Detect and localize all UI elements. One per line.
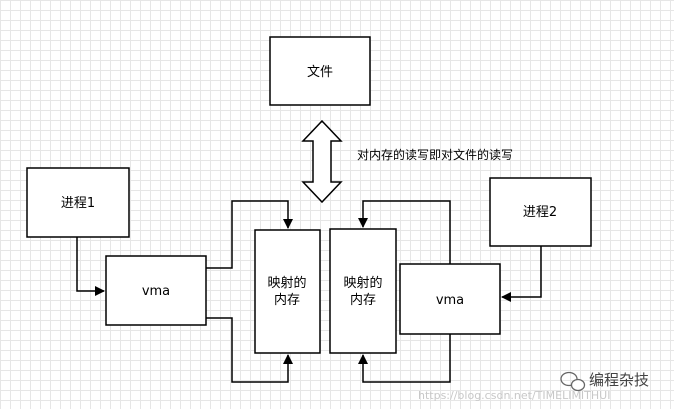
edge-vma-left-to-mapped-top bbox=[206, 200, 293, 269]
mapped-right-line1: 映射的 bbox=[343, 275, 382, 291]
process1-node: 进程1 bbox=[26, 167, 130, 238]
mapped-memory-left-node: 映射的 内存 bbox=[254, 229, 321, 354]
watermark-url: https://blog.csdn.net/TIMELIMITHUI bbox=[418, 389, 610, 402]
edge-process2-to-vma bbox=[501, 246, 542, 302]
mapped-left-line2: 内存 bbox=[274, 292, 300, 308]
process2-node: 进程2 bbox=[489, 177, 592, 247]
wechat-icon bbox=[560, 371, 586, 392]
edge-process1-to-vma bbox=[76, 237, 105, 296]
mapped-right-line2: 内存 bbox=[350, 292, 376, 308]
vma-right-label: vma bbox=[436, 293, 464, 308]
vma-left-node: vma bbox=[105, 255, 207, 326]
mapped-left-line1: 映射的 bbox=[267, 275, 306, 291]
vma-right-node: vma bbox=[399, 263, 501, 335]
file-label: 文件 bbox=[307, 65, 333, 80]
process2-label: 进程2 bbox=[523, 205, 557, 220]
process1-label: 进程1 bbox=[61, 196, 95, 211]
file-node: 文件 bbox=[269, 36, 371, 106]
edge-vma-right-to-mapped-top bbox=[358, 200, 451, 264]
vma-left-label: vma bbox=[142, 284, 170, 299]
watermark-brand: 编程杂技 bbox=[589, 371, 649, 389]
mapped-memory-right-node: 映射的 内存 bbox=[329, 228, 397, 354]
annotation-text: 对内存的读写即对文件的读写 bbox=[357, 147, 513, 162]
double-arrow-icon bbox=[301, 119, 343, 204]
edge-vma-left-to-mapped-bottom bbox=[206, 317, 293, 383]
edge-vma-right-to-mapped-bottom bbox=[358, 334, 451, 383]
